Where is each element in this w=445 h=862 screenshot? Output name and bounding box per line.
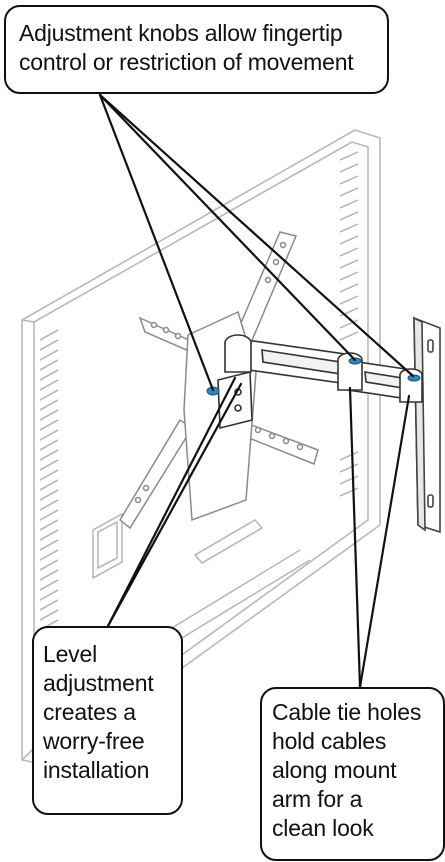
articulating-arm <box>217 334 423 430</box>
knobs-callout-line: control or restriction of movement <box>19 49 354 75</box>
level-callout-line: adjustment <box>43 670 154 696</box>
level-callout-line: installation <box>43 757 150 783</box>
cable-callout-line: arm for a <box>272 786 363 812</box>
level-callout-line: Level <box>43 641 97 667</box>
cable-callout-line: along mount <box>272 757 397 783</box>
leader-lines-cable <box>348 386 411 689</box>
right-vents <box>339 151 359 497</box>
level-callout-line: worry-free <box>43 728 145 754</box>
knobs-callout-line: Adjustment knobs allow fingertip <box>19 20 343 46</box>
cable-callout: Cable tie holes hold cables along mount … <box>260 687 445 861</box>
level-callout-line: creates a <box>43 699 136 725</box>
knobs-callout: Adjustment knobs allow fingertip control… <box>4 5 389 94</box>
port-box <box>92 513 123 579</box>
cable-callout-line: Cable tie holes <box>272 699 422 725</box>
leader-lines-knobs <box>98 93 415 392</box>
knob-accent-right <box>407 374 421 382</box>
cable-callout-line: hold cables <box>272 728 387 754</box>
level-callout: Level adjustment creates a worry-free in… <box>32 626 183 815</box>
leader-lines-level <box>106 376 243 628</box>
wall-bracket <box>413 316 441 534</box>
cable-callout-line: clean look <box>272 815 374 841</box>
